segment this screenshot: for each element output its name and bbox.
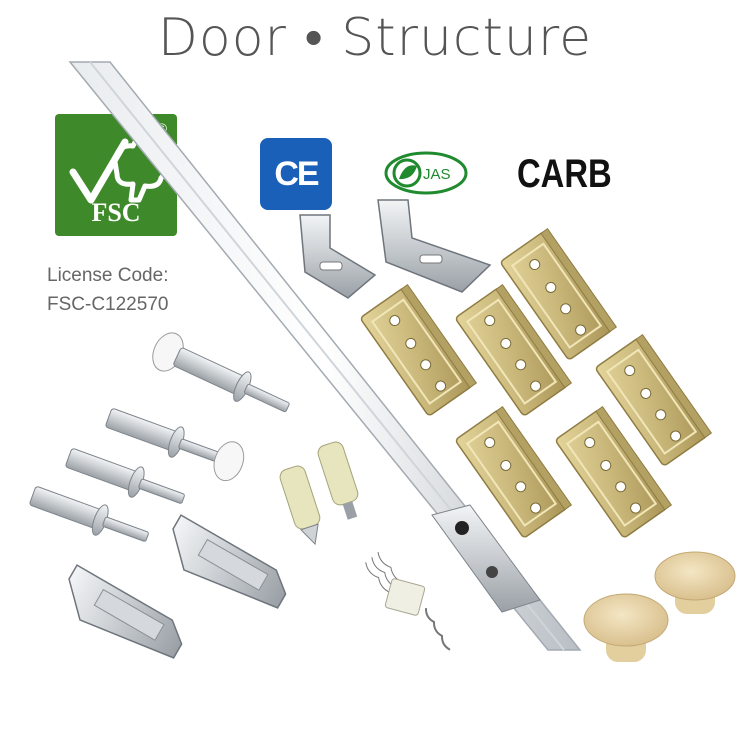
fsc-label: FSC [91,198,141,227]
wooden-knob-2 [654,551,736,614]
anchor-2 [317,441,359,520]
jas-leaf-icon: JAS [384,151,468,195]
top-bracket-2 [377,199,492,293]
bottom-bracket-1 [53,564,191,671]
carb-label: CARB [517,152,612,196]
pivot-pin-roller-1 [152,332,295,423]
license-line-1: License Code: [47,265,169,286]
pivot-pin-roller-2 [102,401,245,482]
page-title: Door • Structure [157,8,593,68]
top-bracket-1 [299,214,377,299]
anchor-1 [279,465,321,546]
wooden-knob-1 [583,593,669,662]
license-code: License Code: FSC-C122570 [47,261,168,319]
ce-mark-icon: CE [260,138,332,210]
spring-guide [365,551,451,651]
bottom-bracket-2 [157,514,295,621]
jas-label: JAS [423,166,451,183]
track-guide [431,504,541,613]
license-line-2: FSC-C122570 [47,294,169,315]
